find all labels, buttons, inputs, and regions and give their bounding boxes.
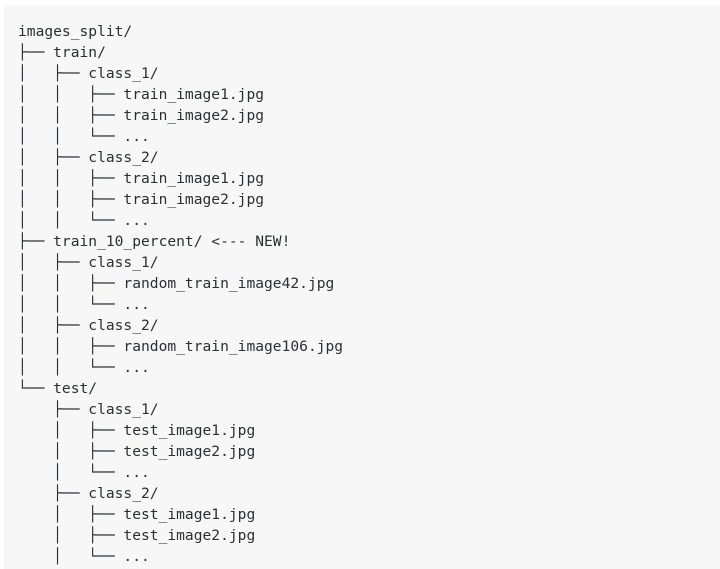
directory-tree: images_split/ ├── train/ │ ├── class_1/ … (18, 21, 343, 567)
tree-line: │ │ ├── train_image2.jpg (18, 107, 265, 124)
tree-line: │ │ └── ... (18, 359, 150, 376)
tree-line: │ ├── class_2/ (18, 317, 159, 334)
tree-line: │ ├── test_image2.jpg (18, 527, 256, 544)
tree-line: │ │ ├── train_image2.jpg (18, 191, 265, 208)
tree-line: │ ├── test_image2.jpg (18, 443, 256, 460)
tree-line: │ │ ├── train_image1.jpg (18, 86, 265, 103)
tree-line: │ │ ├── random_train_image106.jpg (18, 338, 344, 355)
code-block: images_split/ ├── train/ │ ├── class_1/ … (4, 5, 720, 569)
tree-line: │ └── ... (18, 464, 150, 481)
tree-line: │ │ ├── train_image1.jpg (18, 170, 265, 187)
tree-line: ├── train_10_percent/ <--- NEW! (18, 233, 291, 250)
tree-line: │ ├── test_image1.jpg (18, 422, 256, 439)
tree-line: │ ├── class_1/ (18, 65, 159, 82)
tree-line: │ ├── test_image1.jpg (18, 506, 256, 523)
tree-line: images_split/ (18, 23, 133, 40)
tree-line: │ │ ├── random_train_image42.jpg (18, 275, 335, 292)
tree-line: │ │ └── ... (18, 212, 150, 229)
tree-line: └── test/ (18, 380, 98, 397)
tree-line: │ │ └── ... (18, 296, 150, 313)
tree-line: │ ├── class_1/ (18, 254, 159, 271)
tree-line: │ ├── class_2/ (18, 149, 159, 166)
tree-line: │ └── ... (18, 548, 150, 565)
tree-line: ├── train/ (18, 44, 106, 61)
tree-line: ├── class_1/ (18, 401, 159, 418)
tree-line: ├── class_2/ (18, 485, 159, 502)
tree-line: │ │ └── ... (18, 128, 150, 145)
